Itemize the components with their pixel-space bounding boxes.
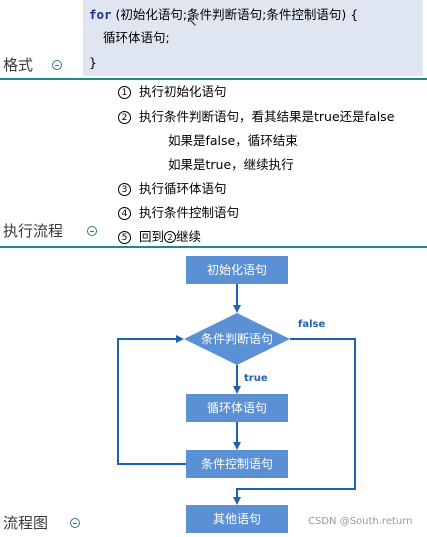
process-section-label: 执行流程 <box>3 222 64 240</box>
section-divider <box>0 78 427 80</box>
collapse-icon[interactable] <box>52 60 62 70</box>
code-block: for (初始化语句;条件判断语句;条件控制语句) { 循环体语句; } <box>83 0 423 76</box>
flowchart-section-label: 流程图 <box>3 514 49 532</box>
code-header-line: for (初始化语句;条件判断语句;条件控制语句) { <box>89 7 358 23</box>
other-node-label: 其他语句 <box>213 512 261 526</box>
watermark: CSDN @South.return <box>308 516 413 527</box>
condition-node-label: 条件判断语句 <box>201 331 273 346</box>
body-node <box>186 394 288 422</box>
for-keyword: for <box>89 7 112 22</box>
mouse-cursor-icon: ↖ <box>186 14 198 30</box>
sub-line-true: 如果是true，继续执行 <box>168 157 294 172</box>
other-node <box>186 505 288 533</box>
edge-condition-false <box>233 338 356 505</box>
code-closing-brace: } <box>89 55 97 70</box>
true-edge-label: true <box>244 373 268 384</box>
init-node <box>186 256 288 284</box>
sub-line-false: 如果是false，循环结束 <box>168 133 298 148</box>
control-node-label: 条件控制语句 <box>201 457 273 471</box>
edge-control-loop-back <box>117 335 186 465</box>
condition-node <box>184 313 290 365</box>
body-node-label: 循环体语句 <box>207 401 267 415</box>
code-body-line: 循环体语句; <box>103 30 170 45</box>
false-edge-label: false <box>298 319 325 330</box>
collapse-icon[interactable] <box>87 226 97 236</box>
control-node <box>186 450 288 478</box>
code-header-rest: (初始化语句;条件判断语句;条件控制语句) { <box>111 7 359 22</box>
section-divider <box>0 246 427 248</box>
init-node-label: 初始化语句 <box>207 263 267 277</box>
collapse-icon[interactable] <box>70 518 80 528</box>
format-section-label: 格式 <box>3 56 34 74</box>
